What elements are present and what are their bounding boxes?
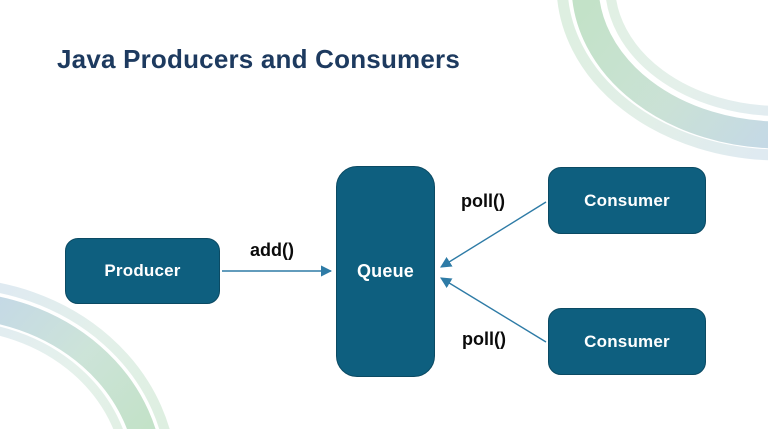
node-producer-label: Producer [104, 261, 181, 280]
node-consumer-top: Consumer [548, 167, 706, 234]
node-queue-label: Queue [356, 261, 414, 281]
node-consumer-bottom: Consumer [548, 308, 706, 375]
edge-label-poll-top: poll() [461, 191, 505, 211]
slide-title: Java Producers and Consumers [57, 44, 460, 74]
node-producer: Producer [65, 238, 220, 304]
node-consumer-bottom-label: Consumer [584, 331, 670, 351]
edge-label-poll-bottom: poll() [462, 329, 506, 349]
node-consumer-top-label: Consumer [584, 190, 670, 210]
node-queue: Queue [336, 166, 435, 377]
edge-label-add: add() [250, 240, 294, 260]
